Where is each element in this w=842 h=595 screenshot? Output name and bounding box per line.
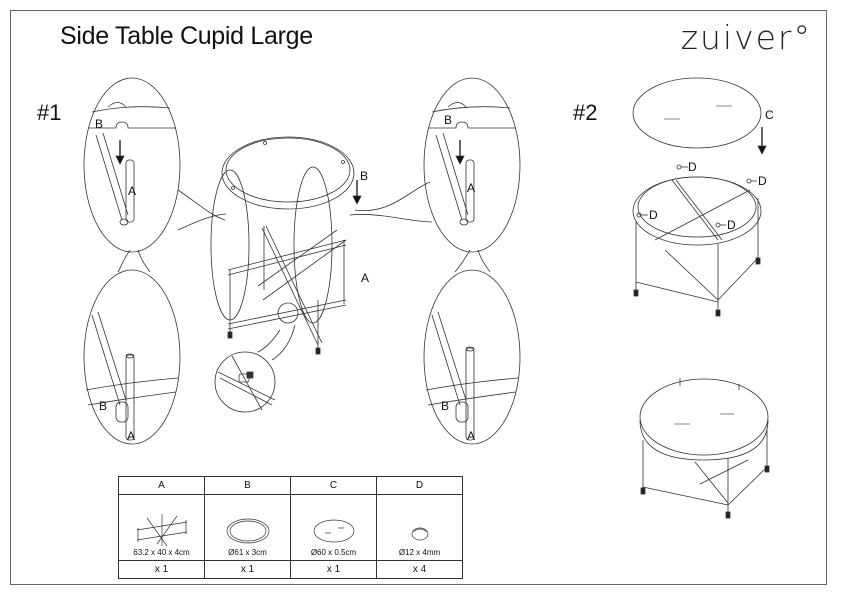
parts-header-row: A B C D [118,476,463,495]
part-cell-c: Ø60 x 0.5cm [290,494,377,561]
brand-logo: zuiver° [680,18,812,57]
zoom-detail-circle [214,351,276,413]
parts-quantity-row: x 1 x 1 x 1 x 4 [118,560,463,579]
connector-line [349,214,433,223]
label-b: B [95,117,103,131]
label-d: D [688,160,697,174]
label-d: D [727,218,736,232]
label-b: B [360,169,368,183]
part-quantity: x 4 [376,560,463,579]
detail-bubble-top-right [423,77,521,253]
part-cell-d: Ø12 x 4mm [376,494,463,561]
label-b: B [441,399,449,413]
connector-line [117,249,131,273]
connector-line [354,181,431,212]
parts-table: A B C D 63.2 x 40 x 4cm Ø61 x 3cm [118,476,463,579]
part-letter: C [290,476,377,495]
detail-bubble-bottom-left [83,269,181,445]
glass-top-exploded [632,77,767,155]
connector-line [137,249,151,273]
label-a: A [361,271,369,285]
page-frame [10,10,827,585]
part-quantity: x 1 [290,560,377,579]
page-title: Side Table Cupid Large [60,22,313,50]
table-assembled [639,378,770,519]
connector-line [177,213,227,231]
label-a: A [467,429,475,443]
label-c: C [765,108,774,122]
part-cell-a: 63.2 x 40 x 4cm [118,494,205,561]
label-a: A [128,184,136,198]
part-dimension: Ø61 x 3cm [228,548,267,557]
part-dimension: Ø60 x 0.5cm [310,548,357,557]
part-letter: B [204,476,291,495]
step-1-label: #1 [37,100,62,125]
parts-image-row: 63.2 x 40 x 4cm Ø61 x 3cm Ø60 x 0.5cm Ø1… [118,494,463,561]
detail-bubble-bottom-right [423,269,521,445]
label-a: A [127,429,135,443]
connector-line [271,324,296,361]
part-letter: A [118,476,205,495]
table-step-2 [632,164,762,317]
detail-bubble-top-left [83,77,181,253]
frame-part-icon [136,514,187,547]
label-a: A [467,181,475,195]
step-2-label: #2 [573,100,598,125]
label-b: B [99,399,107,413]
part-dimension: 63.2 x 40 x 4cm [133,548,190,557]
part-letter: D [376,476,463,495]
tray-part-icon [226,518,269,544]
connector-line [454,249,471,273]
table-step-1 [210,136,362,355]
part-quantity: x 1 [204,560,291,579]
connector-line [177,189,226,221]
label-b: B [444,113,452,127]
part-cell-b: Ø61 x 3cm [204,494,291,561]
label-d: D [758,174,767,188]
label-d: D [649,208,658,222]
part-dimension: Ø12 x 4mm [398,548,441,557]
foot-cap-part-icon [411,527,428,541]
connector-line [257,329,281,353]
connector-line [477,249,491,273]
glass-part-icon [313,519,354,543]
part-quantity: x 1 [118,560,205,579]
